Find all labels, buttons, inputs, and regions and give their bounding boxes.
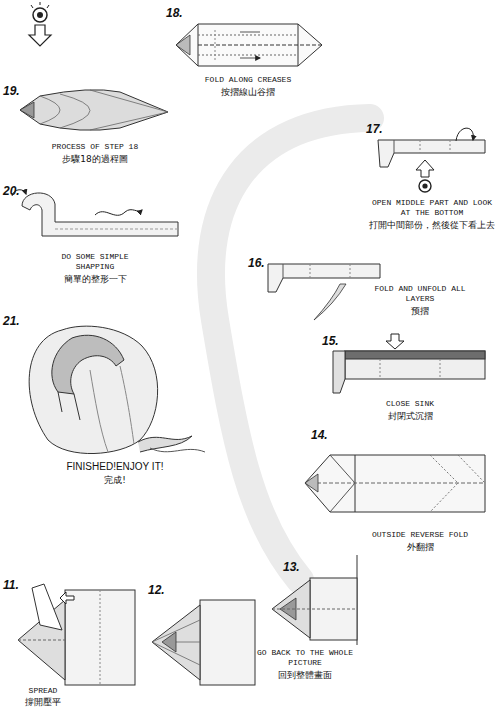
step-14-figure (305, 455, 485, 512)
instruction-text-chinese: 按摺線山谷摺 (183, 87, 313, 98)
label-slot: 11. (3, 578, 27, 592)
label-slot: 簡單的整形一下 (40, 274, 150, 285)
instruction-text-chinese: 打開中間部份，然後從下看上去 (367, 220, 497, 231)
instruction-text-chinese: 封閉式沉摺 (355, 411, 465, 422)
label-slot: OPEN MIDDLE PART AND LOOK AT THE BOTTOM (367, 198, 497, 218)
label-slot: 15. (322, 334, 346, 348)
instruction-text: FOLD ALONG CREASES (183, 75, 313, 85)
label-slot: FOLD ALONG CREASES (183, 75, 313, 85)
label-slot: 19. (3, 84, 27, 98)
step-20-figure (12, 190, 178, 236)
instruction-text: GO BACK TO THE WHOLE PICTURE (253, 648, 357, 668)
label-slot: 外翻摺 (355, 542, 485, 553)
label-slot: OUTSIDE REVERSE FOLD (355, 530, 485, 540)
step-number: 12. (148, 583, 172, 597)
instruction-text-chinese: 簡單的整形一下 (40, 274, 150, 285)
step-number: 15. (322, 334, 346, 348)
step-number: 17. (366, 122, 390, 136)
instruction-text-chinese: 撐開壓平 (3, 697, 83, 708)
label-slot: 16. (248, 256, 272, 270)
label-slot: 步驟18的過程圖 (30, 154, 160, 165)
label-slot: 20. (3, 184, 27, 198)
instruction-text: OPEN MIDDLE PART AND LOOK AT THE BOTTOM (367, 198, 497, 218)
label-slot: 打開中間部份，然後從下看上去 (367, 220, 497, 231)
instruction-text: PROCESS OF STEP 18 (30, 142, 160, 152)
step-number: 20. (3, 184, 27, 198)
finish-text: FINISHED!ENJOY IT! (40, 460, 190, 473)
label-slot: 撐開壓平 (3, 697, 83, 708)
label-slot: 13. (283, 560, 307, 574)
instruction-text-chinese: 步驟18的過程圖 (30, 154, 160, 165)
step-number: 11. (3, 578, 27, 592)
instruction-text-chinese: 预摺 (365, 306, 475, 317)
instruction-text: FOLD AND UNFOLD ALL LAYERS (365, 284, 475, 304)
step-number: 16. (248, 256, 272, 270)
instruction-text-chinese: 回到整體畫面 (253, 670, 357, 681)
step-12-figure (152, 600, 255, 685)
label-slot: 12. (148, 583, 172, 597)
instruction-text: OUTSIDE REVERSE FOLD (355, 530, 485, 540)
step-number: 19. (3, 84, 27, 98)
instruction-text: DO SOME SIMPLE SHAPPING (40, 252, 150, 272)
label-slot: CLOSE SINK (355, 399, 465, 409)
step-13-figure (272, 555, 357, 645)
label-slot: FINISHED!ENJOY IT! (40, 460, 190, 473)
label-slot: 17. (366, 122, 390, 136)
instruction-text-chinese: 完成! (40, 475, 190, 486)
label-slot: 14. (311, 428, 335, 442)
label-slot: SPREAD (3, 686, 83, 696)
label-slot: 完成! (40, 475, 190, 486)
instruction-text: CLOSE SINK (355, 399, 465, 409)
instruction-text-chinese: 外翻摺 (355, 542, 485, 553)
step-number: 14. (311, 428, 335, 442)
label-slot: DO SOME SIMPLE SHAPPING (40, 252, 150, 272)
label-slot: PROCESS OF STEP 18 (30, 142, 160, 152)
label-slot: 18. (166, 6, 190, 20)
step-number: 18. (166, 6, 190, 20)
label-slot: 封閉式沉摺 (355, 411, 465, 422)
instruction-text: SPREAD (3, 686, 83, 696)
step-18-figure (176, 24, 322, 66)
label-slot: FOLD AND UNFOLD ALL LAYERS (365, 284, 475, 304)
step-number: 13. (283, 560, 307, 574)
view-eye-icon (29, 2, 51, 46)
step-15-figure (333, 334, 485, 393)
label-slot: 回到整體畫面 (253, 670, 357, 681)
label-slot: 预摺 (365, 306, 475, 317)
step-19-figure (20, 90, 168, 131)
label-slot: 按摺線山谷摺 (183, 87, 313, 98)
step-16-figure (268, 264, 380, 320)
step-17-figure (378, 128, 485, 192)
finished-cobra-figure (29, 326, 205, 453)
step-11-figure (18, 584, 135, 685)
label-slot: GO BACK TO THE WHOLE PICTURE (253, 648, 357, 668)
label-slot: 21. (3, 314, 27, 328)
step-number: 21. (3, 314, 27, 328)
